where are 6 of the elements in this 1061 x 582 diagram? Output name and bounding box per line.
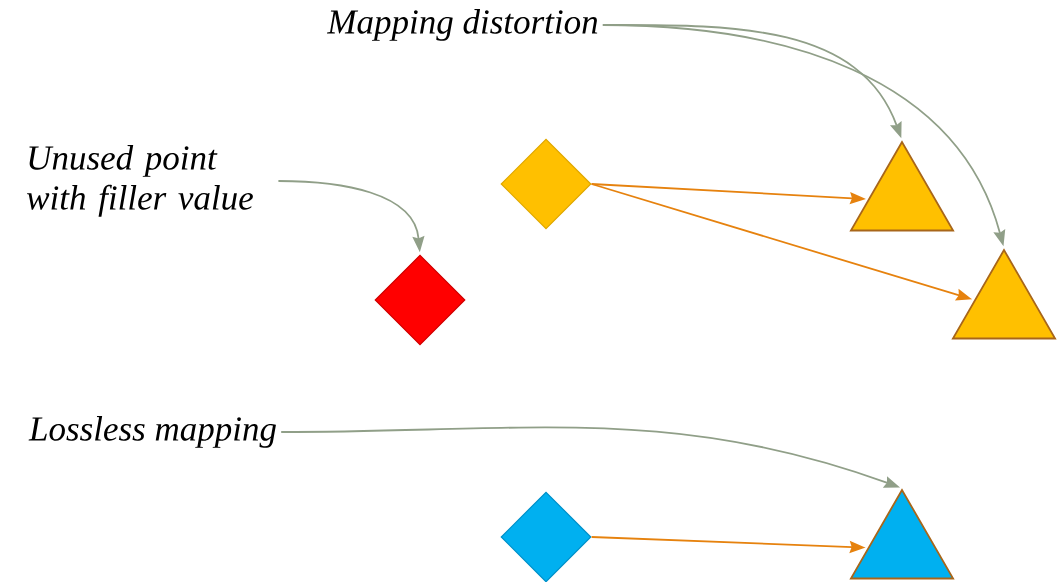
annotation-text: Lossless mapping <box>28 416 276 448</box>
diamond <box>500 491 592 582</box>
diamond <box>374 254 466 346</box>
annotation-text: Unused point with filler value <box>27 145 253 217</box>
annotation-text: Mapping distortion <box>326 9 598 41</box>
diamond <box>500 138 592 230</box>
